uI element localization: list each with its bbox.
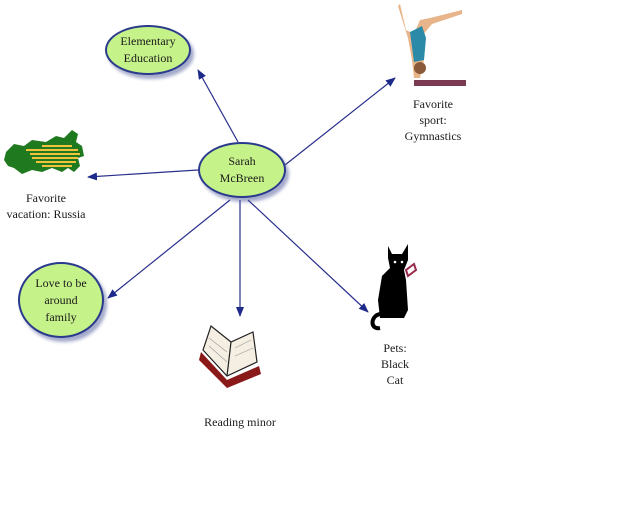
node-family: Love to be around family bbox=[18, 262, 104, 338]
arrow-to-education bbox=[197, 69, 239, 143]
arrow-to-sport bbox=[284, 77, 396, 166]
education-label: Elementary Education bbox=[120, 34, 176, 65]
center-node-sarah-mcbreen: Sarah McBreen bbox=[198, 142, 286, 198]
gymnast-icon bbox=[398, 4, 466, 86]
arrow-to-pets bbox=[247, 199, 369, 313]
family-label: Love to be around family bbox=[35, 275, 87, 324]
node-elementary-education: Elementary Education bbox=[105, 25, 191, 75]
reading-label: Reading minor bbox=[204, 415, 276, 429]
black-cat-icon bbox=[370, 244, 418, 331]
vacation-label: Favorite vacation: Russia bbox=[6, 191, 86, 221]
open-book-icon bbox=[199, 324, 261, 388]
sport-label: Favorite sport: Gymnastics bbox=[404, 97, 462, 143]
center-label: Sarah McBreen bbox=[219, 154, 265, 185]
russia-map-icon bbox=[4, 130, 84, 174]
arrow-to-family bbox=[107, 199, 231, 299]
arrow-to-vacation bbox=[87, 169, 199, 181]
pets-label: Pets: Black Cat bbox=[381, 341, 409, 387]
